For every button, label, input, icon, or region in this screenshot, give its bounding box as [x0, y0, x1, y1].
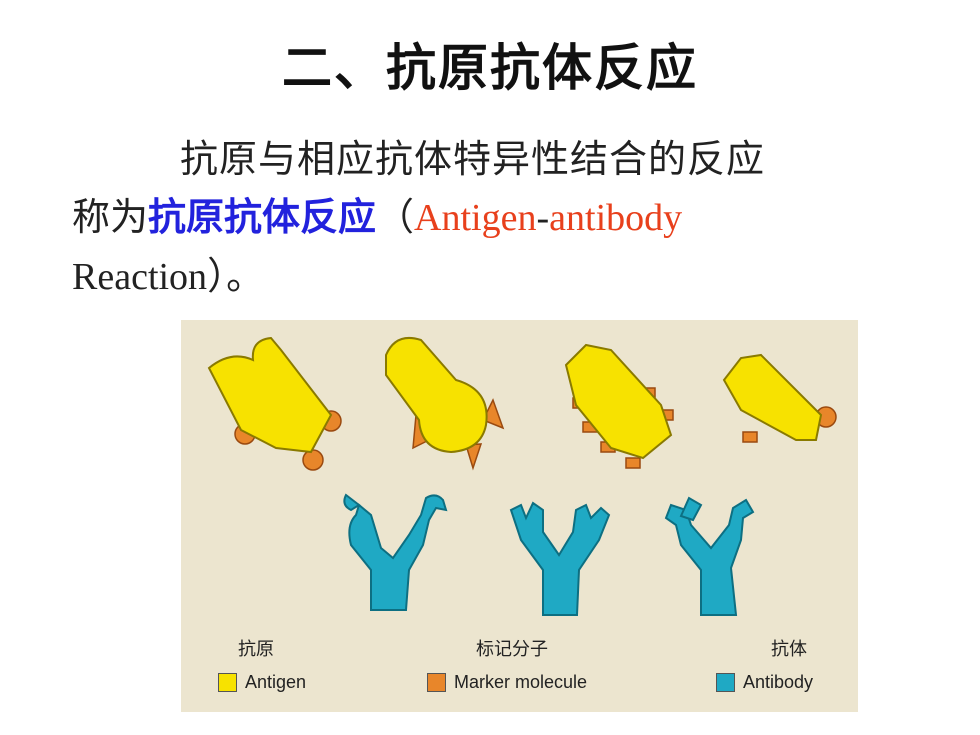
- antigen-antibody-figure: 抗原 标记分子 抗体 Antigen Marker molecule Antib…: [181, 320, 858, 712]
- figure-illustration: [207, 336, 837, 616]
- antigen-swatch-icon: [218, 673, 237, 692]
- antigen-shape-2: [385, 336, 505, 471]
- label-antigen-cn: 抗原: [238, 639, 274, 660]
- label-marker-cn: 标记分子: [476, 639, 548, 660]
- legend-label-antigen: Antigen: [245, 672, 307, 692]
- antibody-swatch-icon: [716, 673, 735, 692]
- page-title: 二、抗原抗体反应: [282, 38, 698, 97]
- antibody-shape-1: [343, 493, 448, 611]
- paragraph-prefix: 称为: [72, 195, 149, 239]
- antibody-shape-2: [509, 501, 611, 616]
- legend-label-marker: Marker molecule: [454, 672, 588, 692]
- term-english-antigen: Antigen: [414, 197, 537, 239]
- definition-paragraph: 抗原与相应抗体特异性结合的反应 称为抗原抗体反应（Antigen-antibod…: [72, 130, 922, 306]
- legend-item-antigen: Antigen: [218, 672, 306, 693]
- paragraph-line-1: 抗原与相应抗体特异性结合的反应: [180, 137, 766, 181]
- antigen-shape-4: [722, 353, 837, 443]
- legend-label-antibody: Antibody: [743, 672, 814, 692]
- term-english-antibody: antibody: [549, 197, 683, 239]
- antigen-shape-3: [564, 343, 674, 469]
- legend-item-antibody: Antibody: [716, 672, 813, 693]
- marker-swatch-icon: [427, 673, 446, 692]
- term-english-reaction: Reaction: [72, 256, 208, 298]
- legend-item-marker: Marker molecule: [427, 672, 587, 693]
- term-hyphen: -: [536, 197, 550, 239]
- term-chinese: 抗原抗体反应: [148, 194, 377, 239]
- antigen-shape-1: [207, 336, 342, 471]
- open-paren: （: [376, 195, 415, 239]
- paragraph-close: ）。: [207, 254, 265, 298]
- label-antibody-cn: 抗体: [771, 639, 807, 660]
- antibody-shape-3: [664, 496, 755, 616]
